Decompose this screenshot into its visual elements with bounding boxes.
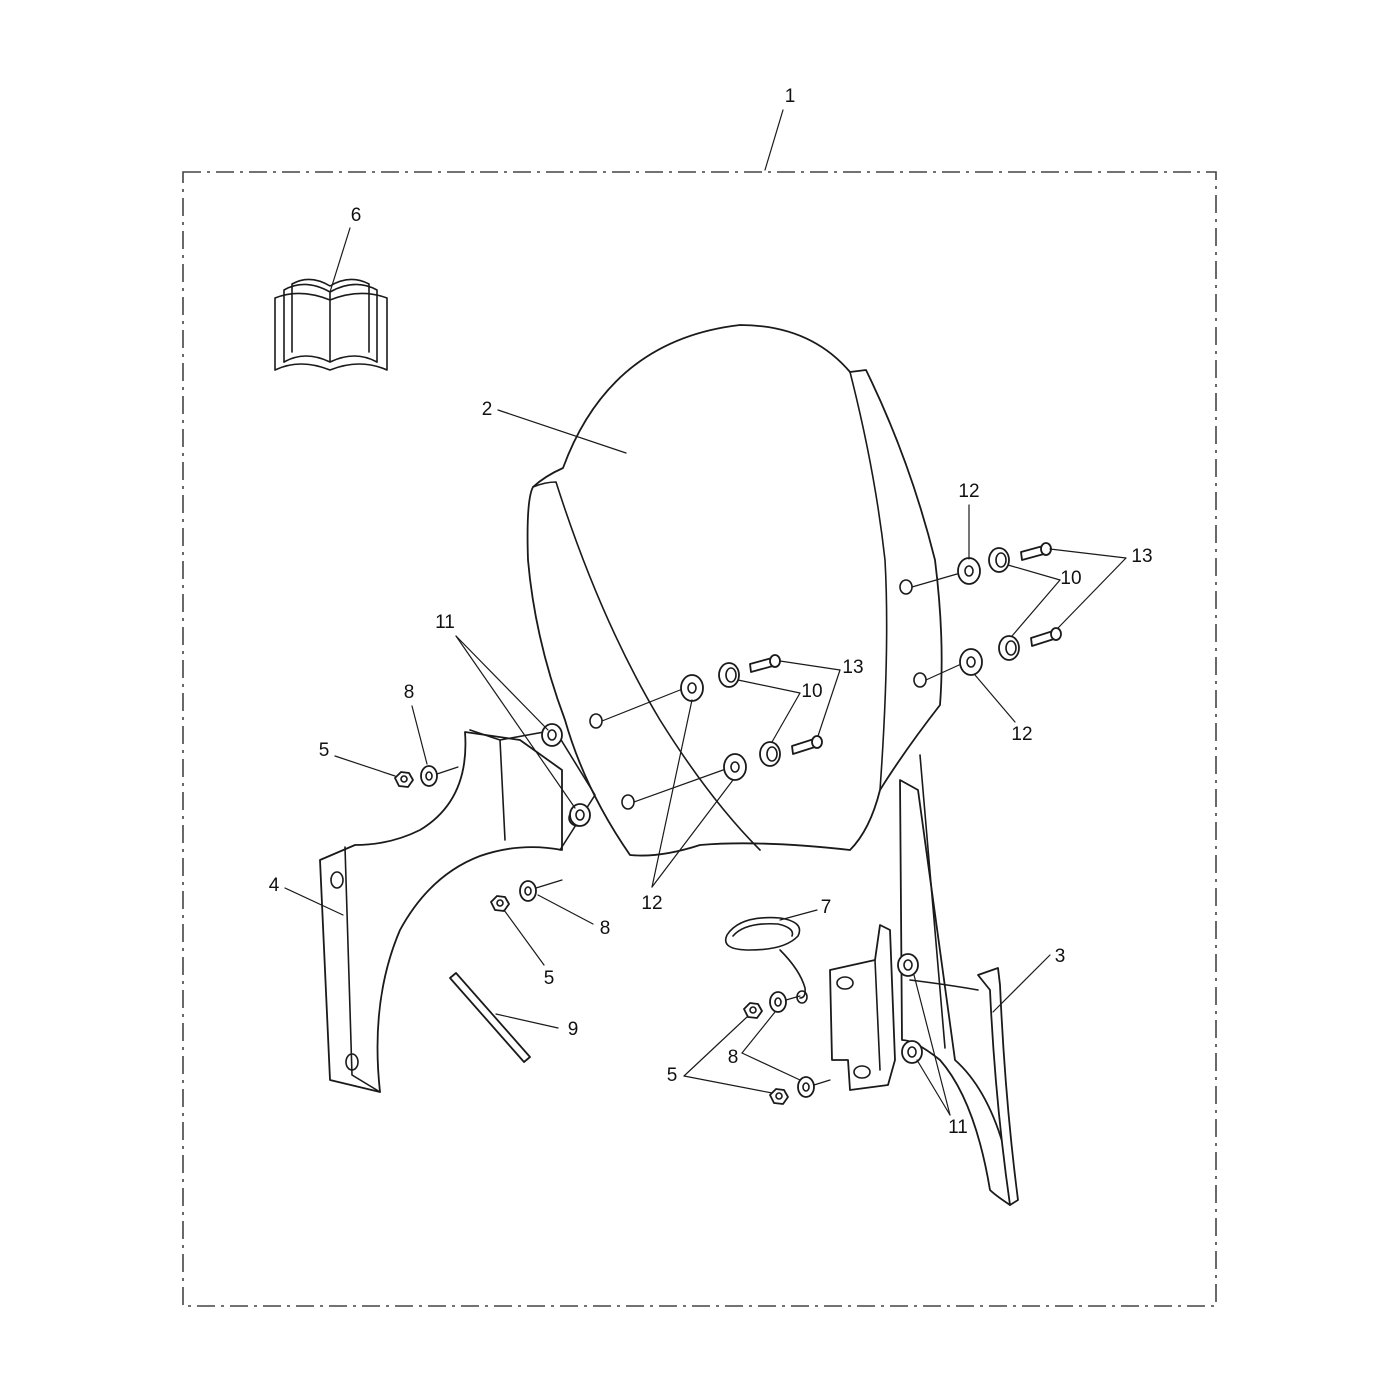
callout-9: 9 — [568, 1019, 579, 1040]
washer-12-a — [680, 674, 704, 702]
callout-13-center: 13 — [842, 657, 863, 678]
windscreen — [526, 324, 943, 857]
screw-13-d — [1030, 627, 1062, 647]
callout-1: 1 — [785, 86, 796, 107]
callout-4: 4 — [269, 875, 280, 896]
spacer-11-c — [897, 953, 919, 977]
callout-11-right: 11 — [948, 1117, 968, 1138]
callout-10-center: 10 — [801, 681, 822, 702]
callout-5-upper: 5 — [319, 740, 330, 761]
callout-12-top: 12 — [958, 481, 979, 502]
washer-8-c — [769, 991, 787, 1013]
callout-2: 2 — [482, 399, 493, 420]
washer-8-b — [519, 880, 537, 902]
leader-lines — [284, 109, 1127, 1116]
callout-3: 3 — [1055, 946, 1066, 967]
nut-5-a — [394, 771, 414, 788]
left-bracket — [319, 729, 596, 1093]
washer-8-d — [797, 1076, 815, 1098]
grommet-10-b — [759, 741, 781, 767]
washer-12-b — [723, 753, 747, 781]
callout-12-right: 12 — [1011, 724, 1032, 745]
callout-12-center: 12 — [641, 893, 662, 914]
callout-13-right: 13 — [1131, 546, 1152, 567]
nut-5-d — [769, 1088, 789, 1105]
seal-strip — [449, 972, 531, 1063]
screw-13-b — [791, 735, 823, 755]
callout-5-middle: 5 — [544, 968, 555, 989]
washer-12-c — [957, 557, 981, 585]
callout-7: 7 — [821, 897, 832, 918]
grommet-10-d — [998, 635, 1020, 661]
nut-5-c — [743, 1002, 763, 1019]
screw-13-a — [749, 654, 781, 673]
callout-8-upper: 8 — [404, 682, 415, 703]
kit-boundary — [182, 171, 1217, 1307]
spacer-11-d — [901, 1040, 923, 1064]
washer-12-d — [959, 648, 983, 676]
screw-13-c — [1020, 542, 1052, 561]
right-bracket — [829, 754, 1019, 1206]
callout-10-right: 10 — [1060, 568, 1081, 589]
callout-8-middle: 8 — [600, 918, 611, 939]
nut-5-b — [490, 895, 510, 912]
grommet-10-c — [988, 547, 1010, 573]
callout-8-lower: 8 — [728, 1047, 739, 1068]
washer-8-a — [420, 765, 438, 787]
assembly-guides — [436, 573, 960, 1086]
cable-tie — [725, 916, 808, 1004]
callout-11-left: 11 — [435, 612, 455, 633]
spacer-11-b — [569, 803, 591, 827]
handbook-icon — [274, 278, 388, 371]
callout-6: 6 — [351, 205, 362, 226]
grommet-10-a — [718, 662, 740, 688]
callout-5-lower: 5 — [667, 1065, 678, 1086]
